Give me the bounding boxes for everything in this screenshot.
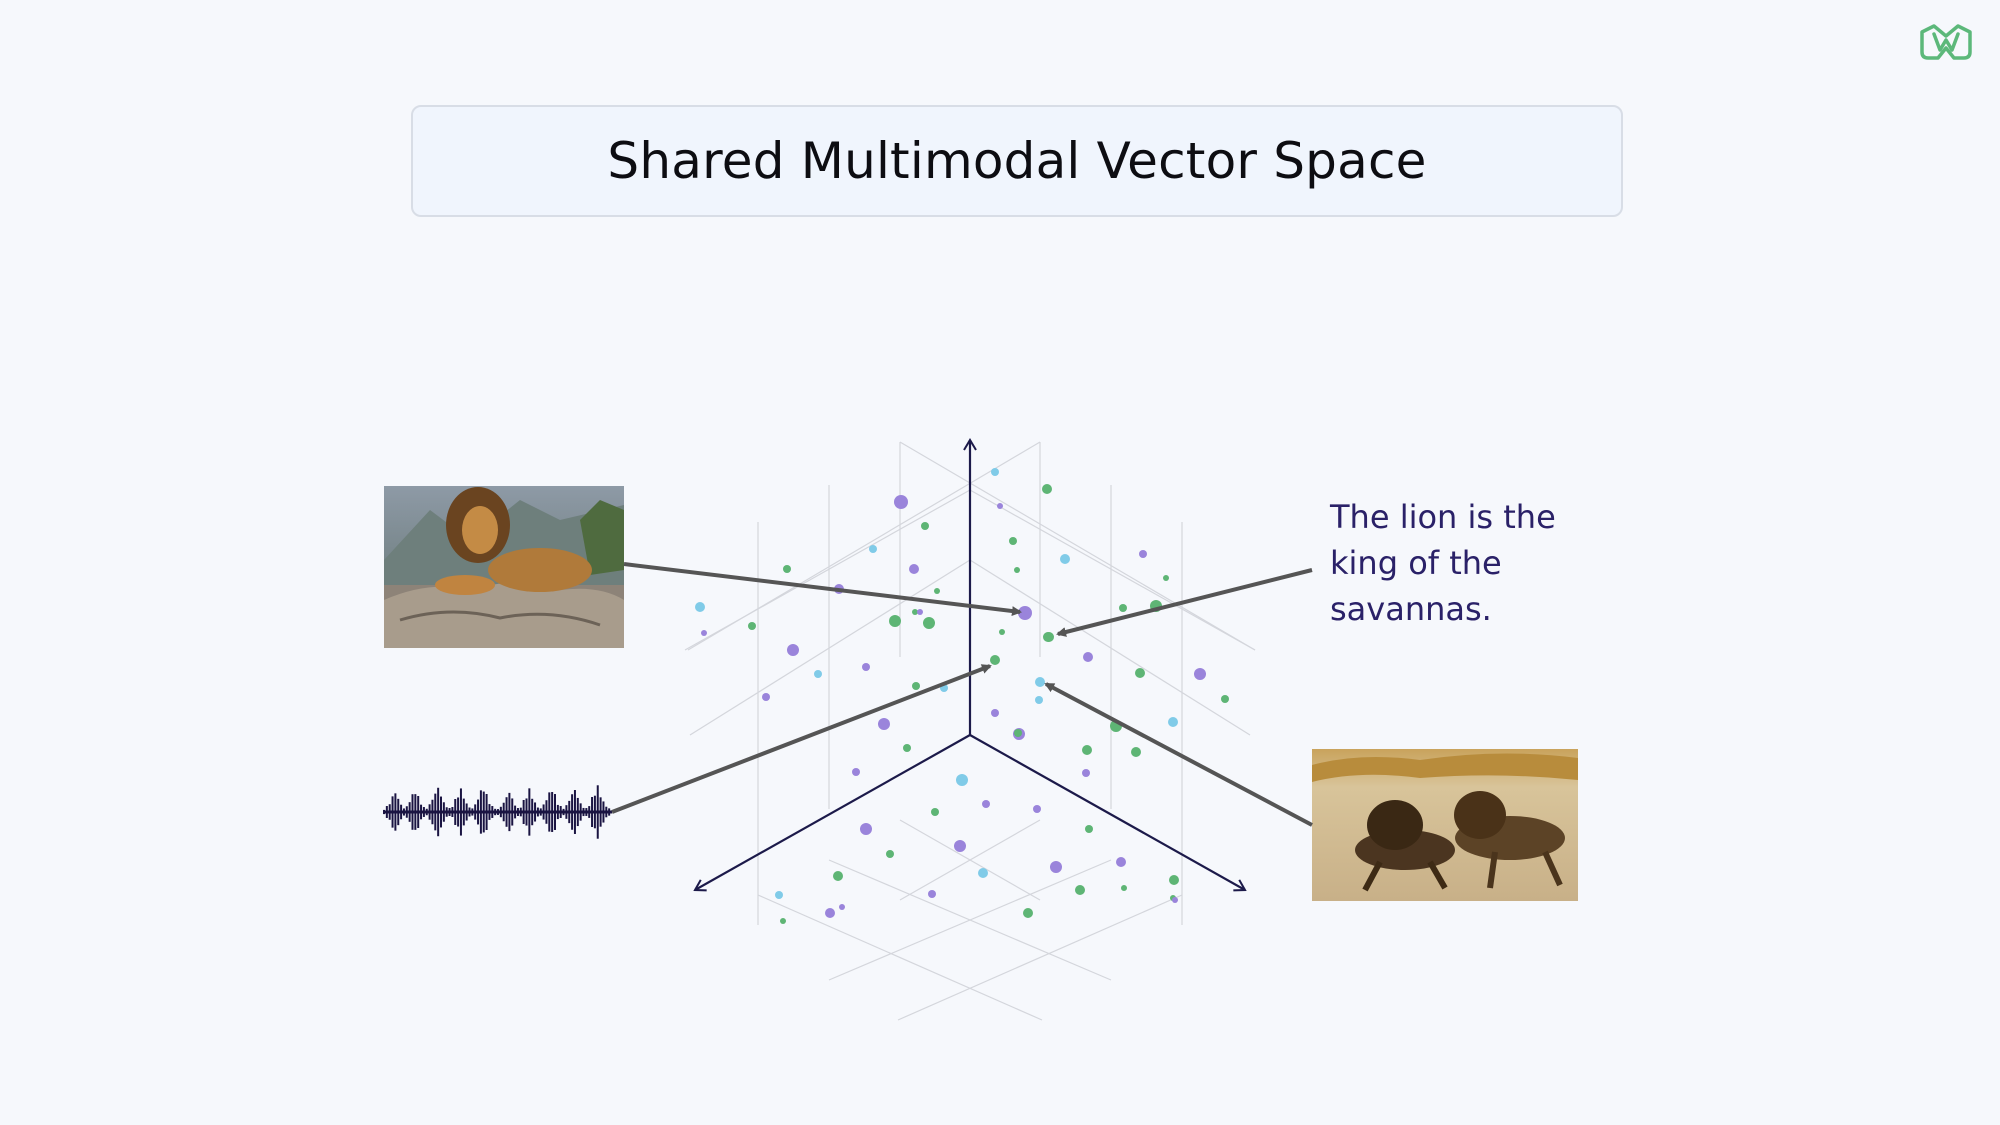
embedding-point <box>956 774 968 786</box>
target-point <box>1044 632 1054 642</box>
embedding-point <box>701 630 707 636</box>
embedding-point <box>1135 668 1145 678</box>
arrows <box>611 562 1313 827</box>
embedding-point <box>991 468 999 476</box>
embedding-point <box>999 629 1005 635</box>
embedding-point <box>762 693 770 701</box>
axes <box>693 438 1247 892</box>
embedding-point <box>1119 604 1127 612</box>
embedding-point <box>1014 729 1022 737</box>
embedding-point <box>954 840 966 852</box>
title-banner: Shared Multimodal Vector Space <box>411 105 1623 217</box>
embedding-point <box>1163 575 1169 581</box>
embedding-point <box>862 663 870 671</box>
embedding-point <box>814 670 822 678</box>
embedding-point <box>833 871 843 881</box>
arrow-text-to-point <box>1056 568 1313 637</box>
embedding-point <box>780 918 786 924</box>
embedding-point <box>1050 861 1062 873</box>
embedding-point <box>1060 554 1070 564</box>
embedding-point <box>860 823 872 835</box>
embedding-point <box>903 744 911 752</box>
arrow-video-to-point <box>1044 682 1313 827</box>
lion-on-rock-image <box>384 486 624 648</box>
embedding-point <box>1085 825 1093 833</box>
embedding-point <box>982 800 990 808</box>
embedding-point <box>928 890 936 898</box>
embedding-point <box>878 718 890 730</box>
embedding-point <box>997 503 1003 509</box>
embedding-point <box>748 622 756 630</box>
embedding-point <box>1075 885 1085 895</box>
embedding-point <box>1083 652 1093 662</box>
embedding-point <box>852 768 860 776</box>
embedding-point <box>1139 550 1147 558</box>
embedding-point <box>1172 897 1178 903</box>
embedding-point <box>1033 805 1041 813</box>
arrow-audio-to-point <box>611 664 992 814</box>
embedding-point <box>1168 717 1178 727</box>
page-title: Shared Multimodal Vector Space <box>607 132 1427 190</box>
embedding-point <box>869 545 877 553</box>
running-lions-image <box>1312 749 1578 901</box>
embedding-point <box>1131 747 1141 757</box>
embedding-point <box>912 609 918 615</box>
embedding-point <box>1035 696 1043 704</box>
embedding-point <box>912 682 920 690</box>
embedding-point <box>1121 885 1127 891</box>
embedding-point <box>1014 567 1020 573</box>
embedding-point <box>1116 857 1126 867</box>
embedding-point <box>931 808 939 816</box>
embedding-point <box>894 495 908 509</box>
embedding-point <box>695 602 705 612</box>
embedding-point <box>839 904 845 910</box>
embedding-point <box>787 644 799 656</box>
embedding-point <box>886 850 894 858</box>
embedding-point <box>783 565 791 573</box>
brand-logo-icon <box>1920 24 1972 60</box>
embedding-point <box>889 615 901 627</box>
embedding-point <box>1194 668 1206 680</box>
embedding-point <box>978 868 988 878</box>
target-point <box>1018 606 1032 620</box>
target-point <box>990 655 1000 665</box>
embedding-point <box>1082 769 1090 777</box>
x-axis <box>693 734 971 892</box>
y-axis <box>969 734 1247 892</box>
embedding-point <box>934 588 940 594</box>
embedding-point <box>1023 908 1033 918</box>
embedding-point <box>991 709 999 717</box>
embedding-point <box>775 891 783 899</box>
embedding-point <box>921 522 929 530</box>
embedding-point <box>825 908 835 918</box>
embedding-point <box>917 609 923 615</box>
embedding-point <box>1042 484 1052 494</box>
arrow-image-to-point <box>623 562 1022 617</box>
embedding-point <box>1169 875 1179 885</box>
text-caption: The lion is the king of the savannas. <box>1330 498 1556 628</box>
embedding-point <box>923 617 935 629</box>
target-point <box>1035 677 1045 687</box>
grid-lines <box>684 441 1256 1021</box>
audio-waveform-icon <box>383 785 612 839</box>
embedding-points <box>695 468 1229 924</box>
embedding-point <box>1082 745 1092 755</box>
embedding-point <box>1221 695 1229 703</box>
embedding-point <box>1009 537 1017 545</box>
embedding-point <box>909 564 919 574</box>
